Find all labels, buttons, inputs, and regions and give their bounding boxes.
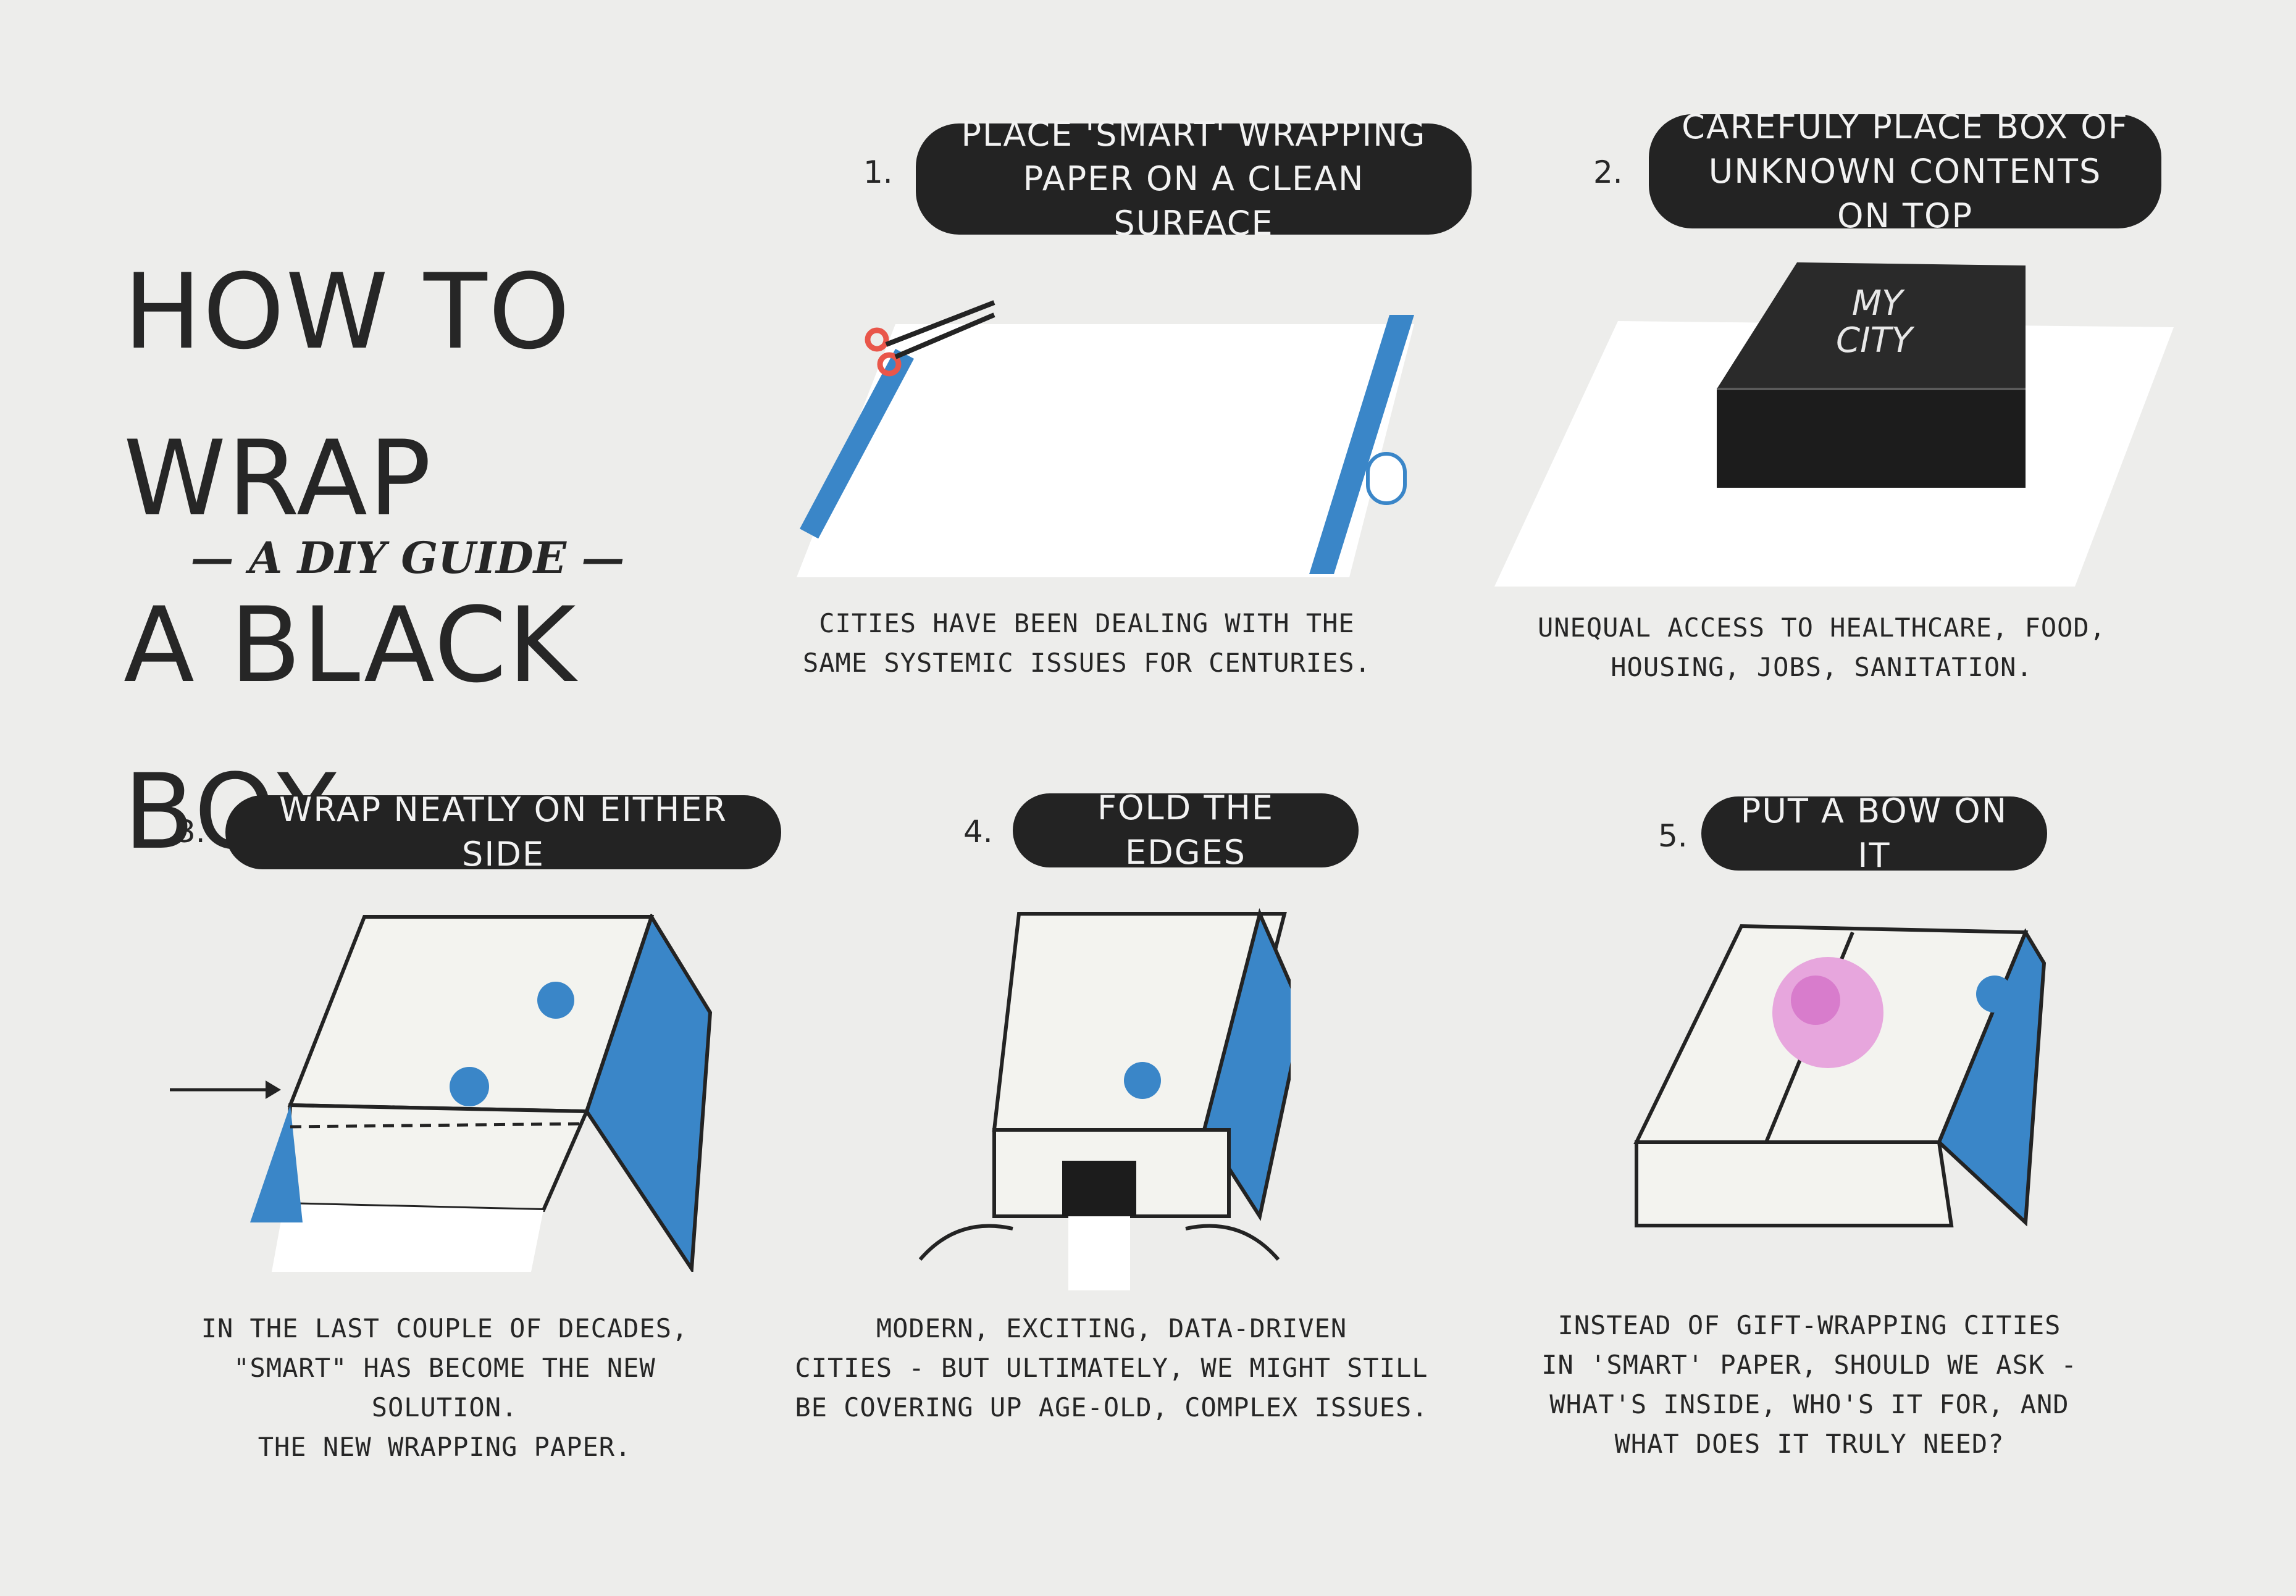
step-5-caption: INSTEAD OF GIFT-WRAPPING CITIES IN 'SMAR… xyxy=(1541,1310,2077,1459)
step-3-number: 3. xyxy=(176,814,206,850)
step-4-caption: MODERN, EXCITING, DATA-DRIVEN CITIES - B… xyxy=(795,1313,1428,1423)
scissors-icon xyxy=(865,300,995,377)
box-label-line-2: CITY xyxy=(1836,320,1915,361)
step-3-label: WRAP NEATLY ON EITHER SIDE xyxy=(225,790,781,874)
step-4-label: FOLD THE EDGES xyxy=(1013,788,1359,872)
step-3-caption: IN THE LAST COUPLE OF DECADES, "SMART" H… xyxy=(201,1313,689,1462)
step-5-number: 5. xyxy=(1658,818,1688,854)
step-2-label: CAREFULY PLACE BOX OF UNKNOWN CONTENTS O… xyxy=(1649,107,2161,235)
step-5-label: PUT A BOW ON IT xyxy=(1701,792,2047,875)
location-pin-icon xyxy=(1124,1062,1161,1099)
step-3-illustration xyxy=(170,914,713,1272)
bow-icon xyxy=(1772,957,1883,1068)
title-line-1: HOW TO WRAP xyxy=(124,251,571,539)
step-2-caption: UNEQUAL ACCESS TO HEALTHCARE, FOOD, HOUS… xyxy=(1537,612,2106,682)
step-1-caption: CITIES HAVE BEEN DEALING WITH THE SAME S… xyxy=(802,608,1371,678)
page-subtitle: — A DIY GUIDE — xyxy=(190,532,625,583)
paper-roll xyxy=(1309,315,1414,574)
step-2-number: 2. xyxy=(1593,154,1623,190)
box-label-line-1: MY xyxy=(1852,283,1905,324)
step-1-illustration xyxy=(797,300,1414,577)
step-4-number: 4. xyxy=(963,814,993,850)
step-5-illustration xyxy=(1633,924,2047,1227)
ruler xyxy=(800,349,915,539)
step-1-number: 1. xyxy=(863,154,893,190)
wifi-icon xyxy=(1976,976,2013,1013)
location-pin-icon xyxy=(450,1067,489,1106)
step-4-illustration xyxy=(918,908,1291,1290)
step-2-illustration: MY CITY xyxy=(1494,262,2174,587)
page-title: HOW TO WRAP A BLACK BOX xyxy=(124,228,803,895)
step-1-label: PLACE 'SMART' WRAPPING PAPER ON A CLEAN … xyxy=(916,115,1472,243)
wifi-icon xyxy=(537,982,574,1019)
